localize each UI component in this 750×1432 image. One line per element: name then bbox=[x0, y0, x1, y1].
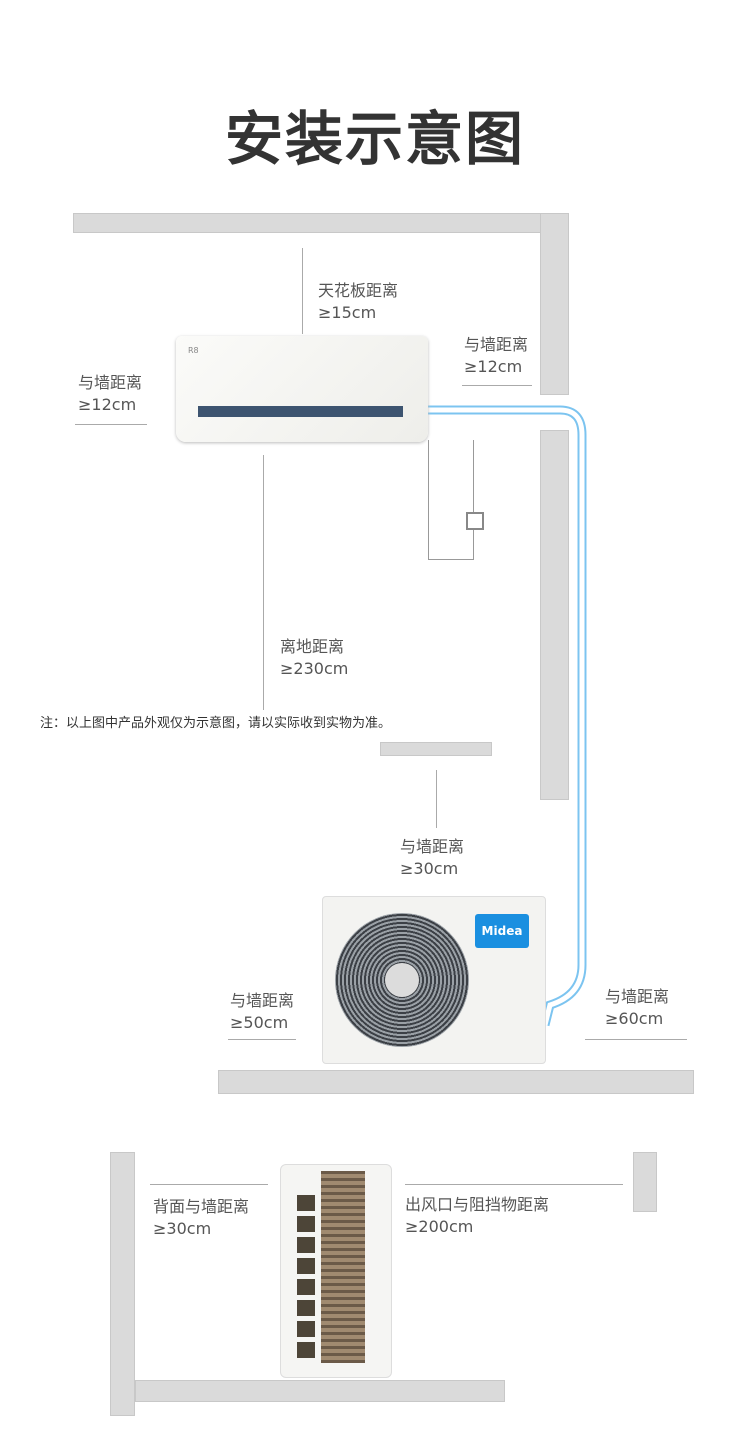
label-value: ≥60cm bbox=[605, 1009, 664, 1028]
label-text: 背面与墙距离 bbox=[153, 1197, 250, 1216]
label-value: ≥15cm bbox=[318, 303, 377, 322]
side-floor bbox=[135, 1380, 505, 1402]
label-text: 离地距离 bbox=[280, 637, 345, 656]
ceiling-wall bbox=[73, 213, 569, 233]
condenser-coil bbox=[321, 1171, 365, 1363]
outdoor-top-dimension-line bbox=[436, 770, 437, 828]
label-value: ≥12cm bbox=[78, 395, 137, 414]
indoor-left-label: 与墙距离 ≥12cm bbox=[78, 372, 142, 416]
fan-grille bbox=[335, 913, 469, 1047]
label-text: 与墙距离 bbox=[78, 373, 143, 392]
side-back-label: 背面与墙距离 ≥30cm bbox=[153, 1196, 249, 1240]
outdoor-unit: Midea bbox=[322, 896, 546, 1064]
label-value: ≥230cm bbox=[280, 659, 349, 678]
outdoor-top-label: 与墙距离 ≥30cm bbox=[400, 836, 464, 880]
label-value: ≥30cm bbox=[153, 1219, 212, 1238]
outdoor-left-label: 与墙距离 ≥50cm bbox=[230, 990, 294, 1034]
label-value: ≥30cm bbox=[400, 859, 459, 878]
side-outlet-label: 出风口与阻挡物距离 ≥200cm bbox=[405, 1194, 549, 1238]
indoor-unit-logo: R8 bbox=[188, 346, 199, 355]
label-value: ≥12cm bbox=[464, 357, 523, 376]
right-wall-lower bbox=[540, 430, 569, 800]
brand-logo: Midea bbox=[475, 914, 529, 948]
page-title: 安装示意图 bbox=[224, 105, 525, 173]
outdoor-right-label: 与墙距离 ≥60cm bbox=[605, 986, 669, 1030]
floor-label: 离地距离 ≥230cm bbox=[280, 636, 348, 680]
power-socket-icon bbox=[466, 512, 484, 530]
label-value: ≥50cm bbox=[230, 1013, 289, 1032]
indoor-unit-vent bbox=[198, 406, 403, 417]
refrigerant-pipe bbox=[425, 405, 587, 1027]
side-back-dimension-line bbox=[150, 1184, 268, 1185]
label-text: 与墙距离 bbox=[464, 335, 529, 354]
outdoor-ground bbox=[218, 1070, 694, 1094]
ceiling-dimension-line bbox=[302, 248, 303, 334]
outdoor-left-dimension-line bbox=[228, 1039, 296, 1040]
indoor-unit: R8 bbox=[176, 336, 428, 442]
side-outlet-dimension-line bbox=[405, 1184, 623, 1185]
disclaimer-note: 注：以上图中产品外观仅为示意图，请以实际收到实物为准。 bbox=[40, 716, 392, 731]
outdoor-right-dimension-line bbox=[585, 1039, 687, 1040]
label-text: 与墙距离 bbox=[605, 987, 670, 1006]
outdoor-top-ledge bbox=[380, 742, 492, 756]
fan-hub bbox=[385, 963, 419, 997]
label-text: 天花板距离 bbox=[318, 281, 399, 300]
indoor-right-dimension-line bbox=[462, 385, 532, 386]
side-vents bbox=[297, 1195, 315, 1360]
drain-pipe bbox=[428, 440, 474, 560]
label-text: 与墙距离 bbox=[230, 991, 295, 1010]
ceiling-label: 天花板距离 ≥15cm bbox=[318, 280, 398, 324]
indoor-right-label: 与墙距离 ≥12cm bbox=[464, 334, 528, 378]
floor-dimension-line bbox=[263, 455, 264, 710]
label-text: 与墙距离 bbox=[400, 837, 465, 856]
outdoor-unit-side-view bbox=[280, 1164, 392, 1378]
label-text: 出风口与阻挡物距离 bbox=[405, 1195, 550, 1214]
side-obstacle bbox=[633, 1152, 657, 1212]
right-wall-upper bbox=[540, 213, 569, 395]
side-back-wall bbox=[110, 1152, 135, 1416]
label-value: ≥200cm bbox=[405, 1217, 474, 1236]
indoor-left-dimension-line bbox=[75, 424, 147, 425]
